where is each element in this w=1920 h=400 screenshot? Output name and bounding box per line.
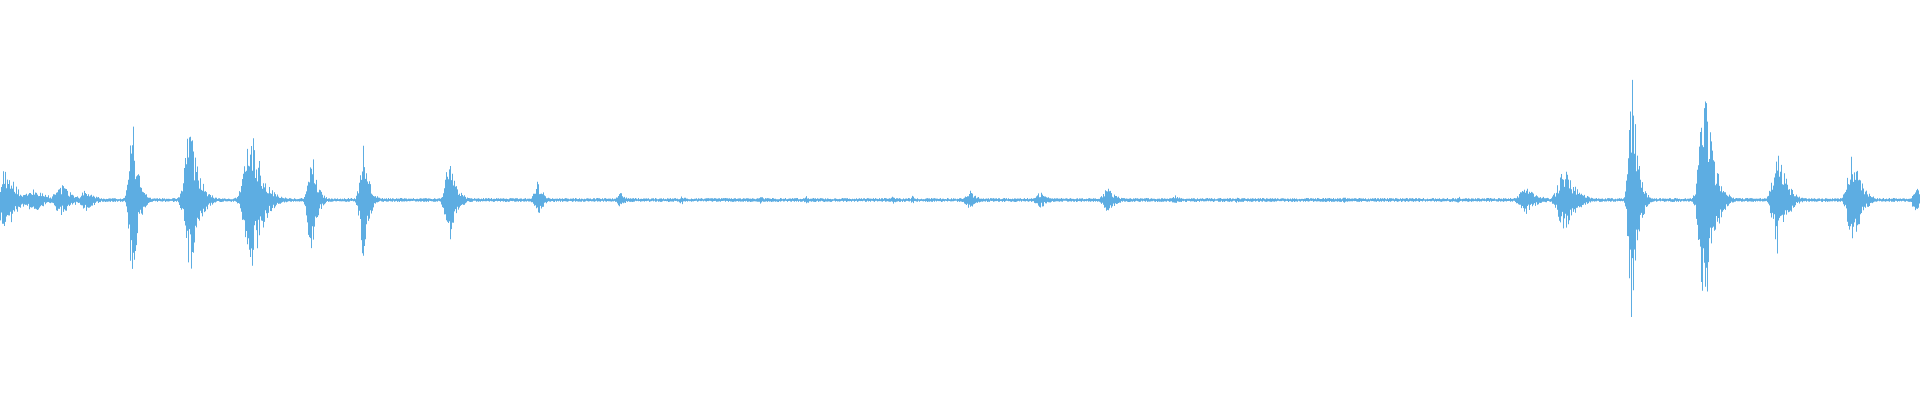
waveform-samples	[0, 79, 1920, 317]
waveform-path	[0, 79, 1920, 317]
